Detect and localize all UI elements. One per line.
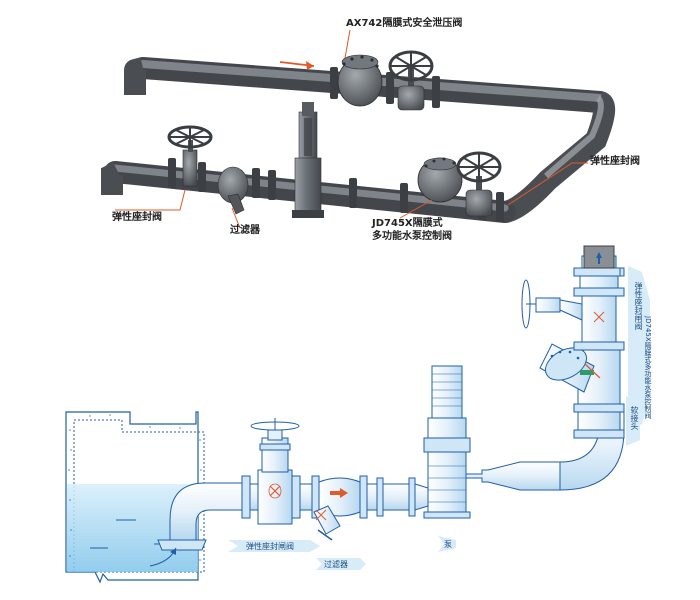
label-control-valve-line1: JD745X隔膜式 [372,218,443,229]
gate-valve-schematic [250,418,300,525]
control-valve-3d [417,151,502,217]
suction-elbow [149,482,245,567]
label-seal-valve-right: 弹性座封阀 [590,156,640,167]
y-strainer-3d [217,166,249,215]
flow-arrow [279,61,315,70]
label-seal-valve-left: 弹性座封阀 [112,212,162,223]
vertical-control-valve [539,341,625,405]
y-strainer-schematic [313,477,361,541]
top-leader-lines [115,29,588,229]
label-seal-gate-valve: 弹性座封闸阀 [246,542,294,551]
label-pump: 泵 [444,540,452,549]
label-control-valve-line2: 多功能水泵控制阀 [372,231,452,242]
pump-schematic [423,365,471,519]
safety-relief-valve-3d [337,50,434,111]
label-vertical-reducer: 软接头 [630,406,639,430]
left-seal-valve-3d [167,125,213,187]
label-safety-valve: AX742隔膜式安全泄压阀 [346,18,463,29]
vertical-gate-valve [521,267,625,343]
label-strainer-bottom: 过滤器 [324,560,348,569]
vertical-pump-3d [292,102,324,218]
bottom-tags [228,536,456,570]
bottom-schematic [65,245,650,584]
vertical-tags [626,266,650,446]
label-strainer-top: 过滤器 [230,225,260,236]
discharge-pipe [465,403,625,491]
top-piping-3d [101,29,616,229]
label-vertical-control-valve: JD745X隔膜式多功能水泵控制阀 [644,316,652,419]
label-vertical-seal-gate-valve: 弹性座封闸阀 [634,282,643,330]
outlet-riser [581,245,617,269]
